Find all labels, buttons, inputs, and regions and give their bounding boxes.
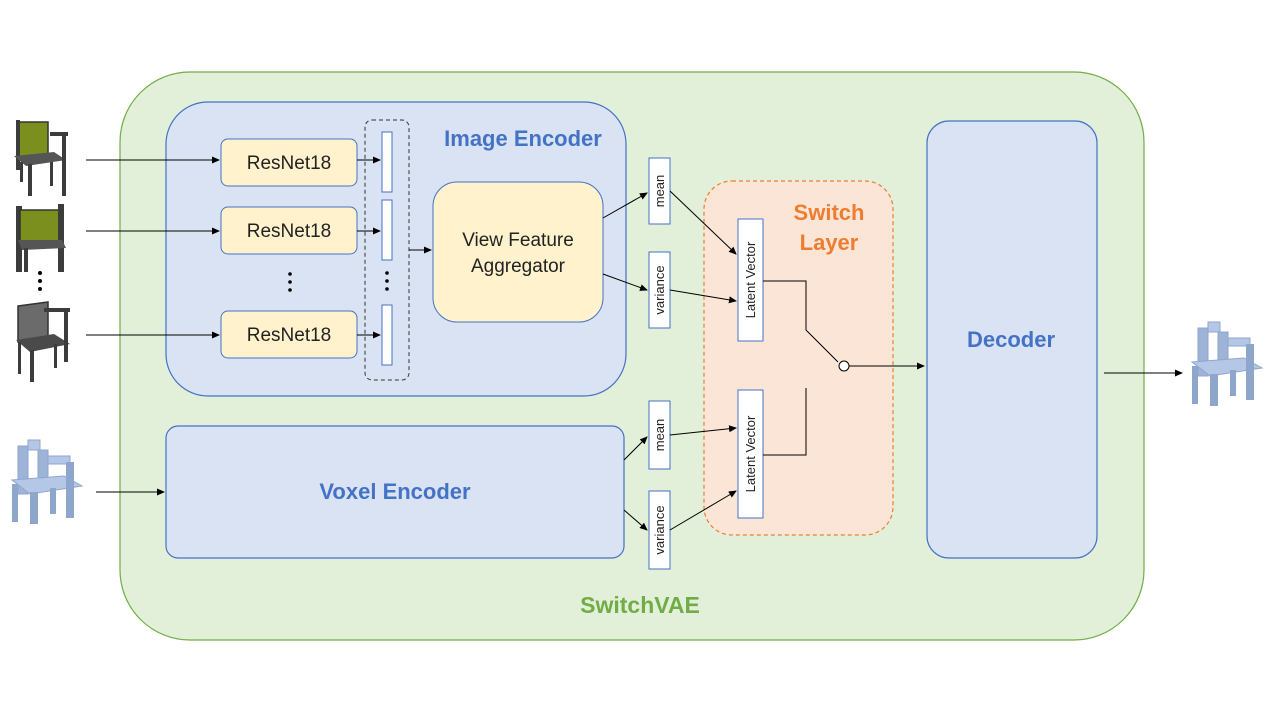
ellipsis-features <box>385 271 389 291</box>
voxel-mean-label: mean <box>652 419 667 452</box>
latent-vector-top-box <box>737 218 764 342</box>
connectors <box>86 156 1183 531</box>
image-variance-label: variance <box>652 265 667 314</box>
feature-vector-1 <box>381 131 393 193</box>
decoder-title: Decoder <box>967 327 1055 352</box>
image-encoder-title: Image Encoder <box>444 126 602 151</box>
switch-layer-title-line2: Layer <box>800 230 859 255</box>
decoder-box <box>926 120 1098 559</box>
resnet-label-2: ResNet18 <box>247 221 332 242</box>
switch-layer-title-line1: Switch <box>794 200 865 225</box>
voxel-chair-icon <box>10 439 84 524</box>
ellipsis-inputs <box>38 271 42 291</box>
switchvae-title: SwitchVAE <box>580 592 700 618</box>
resnet-label-1: ResNet18 <box>247 153 332 174</box>
resnet-box-1 <box>220 138 358 187</box>
latent-vector-top-label: Latent Vector <box>743 241 758 318</box>
latent-vector-bottom-box <box>737 389 764 519</box>
latent-vector-bottom-label: Latent Vector <box>743 415 758 492</box>
feature-vector-3 <box>381 304 393 366</box>
aggregator-label-line1: View Feature <box>462 230 574 251</box>
voxel-encoder-box <box>165 425 625 559</box>
resnet-label-3: ResNet18 <box>247 325 332 346</box>
voxel-chair-icon <box>1190 321 1264 406</box>
feature-vector-2 <box>381 199 393 261</box>
textured-chair-icon <box>16 204 66 272</box>
textured-chair-icon <box>16 301 70 382</box>
voxel-encoder-title: Voxel Encoder <box>319 479 471 504</box>
textured-chair-icon <box>14 120 68 196</box>
image-mean-label: mean <box>652 175 667 208</box>
switch-layer-box <box>703 180 894 536</box>
aggregator-label-line2: Aggregator <box>471 256 566 277</box>
view-feature-aggregator-box <box>432 181 604 323</box>
voxel-variance-label: variance <box>652 505 667 554</box>
ellipsis-resnet <box>288 272 292 292</box>
